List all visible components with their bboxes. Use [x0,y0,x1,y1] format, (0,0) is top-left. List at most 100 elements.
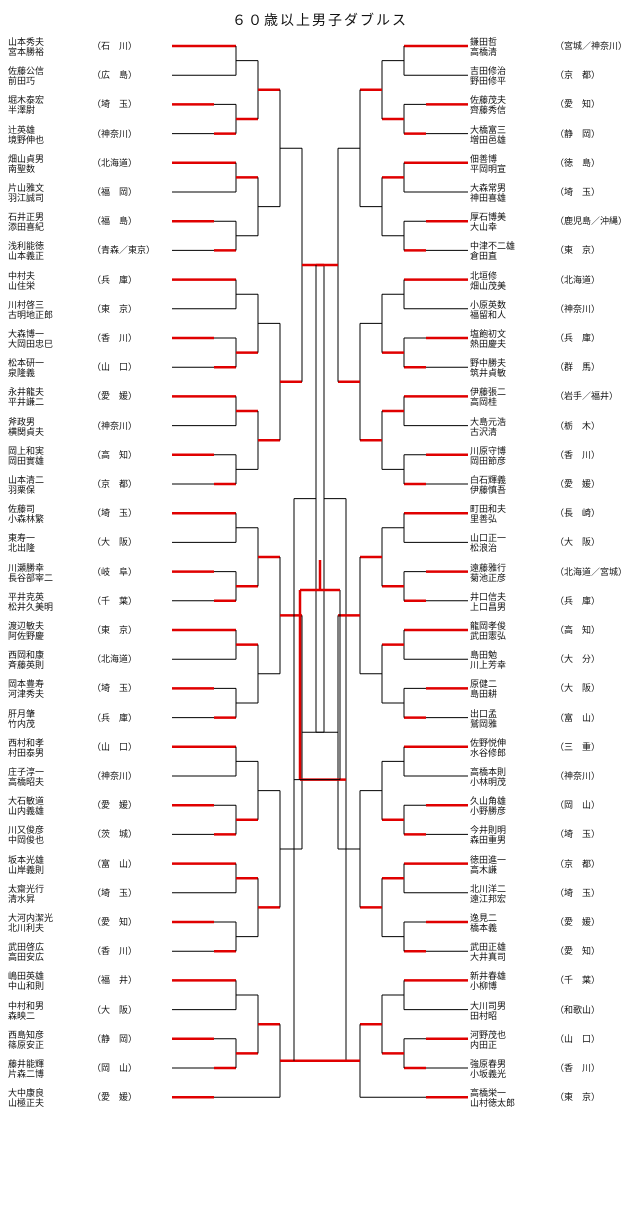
left-player-1: 岡上和実 [8,446,45,457]
right-prefecture: （山 口） [555,1034,601,1045]
right-player-1: 徳田進一 [470,855,507,866]
right-player-1: 吉田修治 [470,67,507,78]
right-player-2: 小柳博 [470,982,498,993]
right-player-1: 新井春雄 [470,972,507,983]
left-prefecture: （兵 庫） [92,713,138,724]
left-prefecture: （愛 媛） [92,801,138,812]
left-prefecture: （岡 山） [92,1064,138,1074]
right-player-1: 今井則明 [470,826,507,837]
left-player-2: 高橋昭夫 [8,778,45,788]
left-prefecture: （北海道） [92,158,138,169]
right-prefecture: （愛 媛） [555,918,601,928]
right-player-2: 高岡桂 [470,398,498,409]
right-prefecture: （東 京） [555,1093,601,1104]
left-player-2: 境野伸也 [8,135,45,146]
left-prefecture: （福 井） [92,976,138,987]
left-prefecture: （埼 玉） [92,100,138,111]
right-prefecture: （埼 玉） [555,888,601,899]
left-prefecture: （愛 知） [92,918,138,928]
left-player-1: 永井龍夫 [8,388,45,399]
right-prefecture: （大 分） [555,655,601,666]
left-prefecture: （北海道） [92,655,138,666]
left-prefecture: （神奈川） [92,772,138,782]
right-player-2: 内田正 [470,1040,498,1051]
left-prefecture: （大 阪） [92,1005,138,1016]
right-prefecture: （香 川） [555,450,601,461]
left-player-1: 大中康良 [8,1089,45,1100]
left-player-1: 大河内潔光 [8,914,54,924]
right-player-2: 鷲岡雅 [470,719,498,730]
left-player-1: 松本研一 [8,359,45,370]
right-prefecture: （北海道） [555,275,601,286]
right-player-1: 逸見二 [470,914,498,924]
right-player-1: 佃善博 [470,154,498,165]
left-prefecture: （広 島） [92,71,138,82]
right-player-1: 大川司男 [470,1001,507,1012]
left-prefecture: （岐 阜） [92,567,138,578]
page-title: ６０歳以上男子ダブルス [232,13,408,29]
left-player-1: 山本清二 [8,476,45,486]
left-player-2: 中山和則 [8,982,45,993]
right-prefecture: （長 崎） [555,509,601,520]
right-player-2: 神田喜雄 [470,194,507,204]
right-player-1: 川原守博 [470,446,507,457]
right-player-1: 原健二 [470,680,498,691]
right-player-1: 大橋富三 [470,125,507,136]
left-player-2: 中岡俊也 [8,836,45,847]
right-player-2: 小坂義光 [470,1070,507,1080]
left-player-2: 阿佐野慶 [8,632,45,642]
left-player-1: 岡本豊寿 [8,680,45,691]
right-player-1: 北垣修 [470,271,498,282]
right-player-2: 大山幸 [470,223,498,234]
right-player-1: 佐野悦伸 [470,738,507,749]
left-prefecture: （青森／東京） [92,246,156,257]
right-player-1: 北川洋二 [470,884,507,895]
left-prefecture: （大 阪） [92,538,138,549]
right-player-2: 齊藤秀信 [470,106,507,117]
left-player-1: 佐藤司 [8,505,36,516]
right-prefecture: （富 山） [555,713,601,724]
left-player-1: 武田啓広 [8,943,45,954]
left-player-1: 西島知彦 [8,1030,45,1041]
right-prefecture: （北海道／宮城） [555,567,628,578]
right-prefecture: （栃 木） [555,421,601,432]
left-prefecture: （埼 玉） [92,684,138,695]
right-player-1: 龍岡孝俊 [470,622,507,632]
left-player-1: 庄子淳一 [8,768,45,778]
right-prefecture: （三 重） [555,742,601,753]
left-player-1: 浅利能徳 [8,242,45,253]
left-prefecture: （高 知） [92,450,138,461]
right-player-1: 出口孟 [470,709,498,720]
right-player-2: 川上芳幸 [470,661,507,672]
right-prefecture: （兵 庫） [555,334,601,344]
left-player-1: 斧政男 [8,417,36,428]
left-player-2: 岡田實雄 [8,456,45,467]
right-player-1: 高橋栄一 [470,1089,507,1100]
left-player-1: 中村和男 [8,1001,45,1012]
left-player-2: 山本義正 [8,252,45,263]
left-player-2: 前田巧 [8,77,36,88]
left-player-1: 肝月肇 [8,709,36,720]
right-player-1: 野中勝夫 [470,359,507,370]
left-player-1: 大石敏道 [8,797,45,808]
right-player-2: 武田憲弘 [470,632,507,642]
left-player-2: 南聖数 [8,164,36,175]
right-prefecture: （埼 玉） [555,188,601,198]
left-prefecture: （東 京） [92,626,138,636]
left-player-1: 藤井能輝 [8,1060,45,1070]
right-prefecture: （愛 知） [555,100,601,111]
left-prefecture: （神奈川） [92,421,138,432]
right-player-2: 古沢清 [470,427,498,438]
left-prefecture: （兵 庫） [92,275,138,286]
left-prefecture: （京 都） [92,480,138,490]
right-player-2: 野田修平 [470,77,507,88]
right-player-1: 大島元浩 [470,417,507,428]
left-player-1: 川又俊彦 [8,826,45,837]
left-player-2: 小森林繁 [8,515,45,526]
left-player-2: 平井謙二 [8,398,45,409]
right-prefecture: （高 知） [555,626,601,636]
right-prefecture: （岩手／福井） [555,392,619,403]
right-player-1: 小原英数 [470,300,507,311]
left-player-2: 長谷部宰二 [8,573,54,584]
left-player-2: 斉藤英則 [8,661,45,672]
